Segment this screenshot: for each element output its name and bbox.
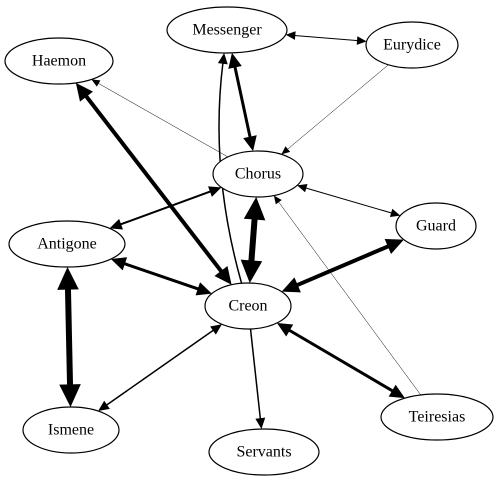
edge-creon-teiresias-tail bbox=[276, 323, 294, 337]
node-antigone-shape bbox=[8, 220, 126, 268]
node-servants-label: Servants bbox=[236, 444, 291, 461]
edge-chorus-antigone-line bbox=[119, 190, 212, 226]
edge-messenger-chorus-line bbox=[233, 65, 252, 139]
edge-guard-creon-head bbox=[281, 277, 301, 293]
node-chorus-label: Chorus bbox=[235, 166, 281, 183]
node-haemon-shape bbox=[4, 37, 114, 85]
node-creon: Creon bbox=[204, 282, 292, 330]
edge-chorus-antigone-head bbox=[109, 218, 123, 230]
node-guard-shape bbox=[395, 202, 477, 250]
edge-antigone-creon-tail bbox=[110, 257, 128, 271]
edge-chorus-haemon bbox=[91, 79, 229, 158]
edge-creon-teiresias bbox=[276, 323, 405, 399]
edge-creon-ismene bbox=[98, 324, 222, 412]
edge-creon-haemon bbox=[75, 82, 232, 285]
edge-chorus-creon-head bbox=[240, 259, 263, 284]
edge-teiresias-chorus-line bbox=[278, 201, 421, 396]
edge-chorus-creon bbox=[240, 196, 266, 284]
node-creon-label: Creon bbox=[228, 298, 267, 315]
node-teiresias-shape bbox=[380, 393, 494, 441]
node-eurydice-shape bbox=[365, 21, 459, 69]
edge-creon-haemon-head bbox=[75, 82, 93, 102]
edge-guard-creon-line bbox=[295, 243, 391, 288]
edge-chorus-antigone-tail bbox=[208, 186, 222, 197]
node-creon-shape bbox=[204, 282, 292, 330]
edge-messenger-chorus-tail bbox=[228, 52, 242, 69]
edge-creon-haemon-line bbox=[83, 94, 224, 274]
edge-eurydice-chorus-head bbox=[281, 146, 291, 155]
node-antigone-label: Antigone bbox=[37, 236, 97, 253]
edge-creon-messenger-head bbox=[217, 52, 228, 65]
edge-messenger-eurydice-line bbox=[294, 34, 359, 42]
node-servants-shape bbox=[208, 428, 320, 476]
edges-layer bbox=[57, 31, 421, 430]
edge-messenger-chorus bbox=[228, 52, 257, 152]
node-servants: Servants bbox=[208, 428, 320, 476]
node-haemon: Haemon bbox=[4, 37, 114, 85]
node-chorus-shape bbox=[212, 150, 304, 198]
edge-chorus-guard bbox=[297, 183, 401, 218]
edge-teiresias-chorus-head bbox=[273, 195, 282, 205]
edge-antigone-creon bbox=[110, 257, 212, 296]
edge-chorus-creon-line bbox=[248, 217, 258, 263]
node-eurydice-label: Eurydice bbox=[383, 37, 441, 54]
node-ismene-label: Ismene bbox=[48, 422, 94, 439]
edge-guard-creon-tail bbox=[384, 238, 404, 255]
edge-creon-teiresias-head bbox=[388, 384, 405, 399]
edge-chorus-guard-tail bbox=[297, 183, 308, 193]
edge-creon-teiresias-line bbox=[287, 328, 395, 393]
edge-messenger-chorus-head bbox=[243, 135, 257, 152]
edge-teiresias-chorus bbox=[273, 195, 421, 396]
edge-creon-servants-head bbox=[255, 417, 266, 430]
edge-antigone-ismene bbox=[57, 266, 81, 408]
node-teiresias-label: Teiresias bbox=[409, 409, 466, 426]
node-ismene-shape bbox=[22, 406, 120, 454]
edge-chorus-creon-tail bbox=[243, 196, 266, 221]
edge-chorus-antigone bbox=[109, 186, 222, 230]
edge-antigone-creon-head bbox=[195, 282, 212, 296]
node-antigone: Antigone bbox=[8, 220, 126, 268]
node-messenger-label: Messenger bbox=[192, 22, 262, 39]
edge-messenger-eurydice-head bbox=[356, 36, 367, 45]
edge-creon-servants-line bbox=[249, 328, 262, 420]
edge-creon-ismene-head bbox=[98, 400, 110, 412]
node-guard: Guard bbox=[395, 202, 477, 250]
edge-chorus-haemon-head bbox=[91, 79, 101, 87]
node-teiresias: Teiresias bbox=[380, 393, 494, 441]
edge-antigone-ismene-tail bbox=[57, 266, 79, 290]
node-messenger-shape bbox=[166, 6, 288, 54]
nodes-layer: Messenger Eurydice Haemon Chorus Guard A… bbox=[4, 6, 494, 476]
edge-creon-haemon-tail bbox=[214, 265, 232, 285]
edge-antigone-ismene-line bbox=[64, 287, 74, 387]
node-guard-label: Guard bbox=[416, 218, 456, 235]
edge-chorus-haemon-line bbox=[97, 82, 229, 158]
edge-eurydice-chorus bbox=[281, 64, 389, 155]
node-ismene: Ismene bbox=[22, 406, 120, 454]
edge-antigone-ismene-head bbox=[59, 384, 81, 408]
edge-chorus-guard-line bbox=[305, 187, 393, 214]
node-eurydice: Eurydice bbox=[365, 21, 459, 69]
edge-creon-ismene-line bbox=[105, 329, 215, 407]
edge-creon-servants bbox=[249, 328, 266, 430]
node-chorus: Chorus bbox=[212, 150, 304, 198]
edge-messenger-eurydice-tail bbox=[285, 31, 296, 40]
edge-guard-creon bbox=[281, 238, 404, 293]
edge-antigone-creon-line bbox=[123, 261, 200, 291]
edge-messenger-eurydice bbox=[285, 31, 367, 45]
edge-eurydice-chorus-line bbox=[287, 64, 389, 150]
edge-creon-ismene-tail bbox=[210, 324, 222, 335]
node-messenger: Messenger bbox=[166, 6, 288, 54]
node-haemon-label: Haemon bbox=[32, 53, 86, 70]
edge-chorus-guard-head bbox=[389, 208, 401, 218]
